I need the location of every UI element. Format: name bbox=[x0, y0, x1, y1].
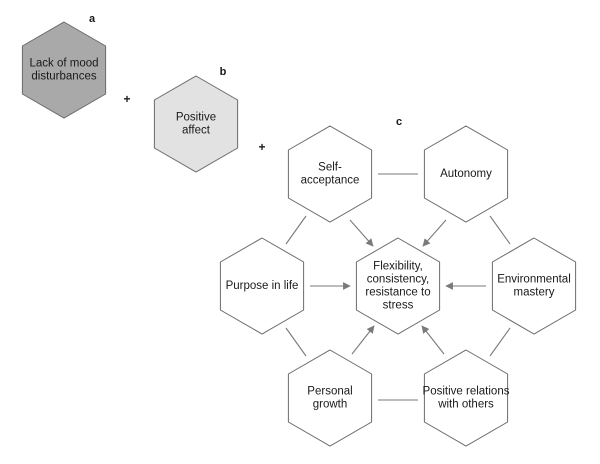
hexagon-label-line: Environmental bbox=[497, 274, 571, 286]
arrow-self-acceptance-to-center bbox=[349, 219, 374, 247]
hex-self-acceptance: Self-acceptance bbox=[287, 125, 373, 223]
hexagon-label-line: consistency, bbox=[367, 274, 429, 286]
hexagon-label-line: Autonomy bbox=[440, 168, 492, 180]
plus-sign-2: + bbox=[258, 140, 265, 154]
arrow-growth-to-center bbox=[351, 325, 375, 355]
hexagon-label-line: mastery bbox=[514, 287, 555, 299]
connector-environmental-relations bbox=[489, 327, 511, 357]
hex-purpose-in-life: Purpose in life bbox=[219, 237, 305, 335]
hexagon-label-line: stress bbox=[383, 300, 414, 312]
plus-sign-1: + bbox=[123, 92, 130, 106]
hexagon-label-line: disturbances bbox=[31, 71, 96, 83]
hexagon-label-line: resistance to bbox=[365, 287, 430, 299]
hexagon-label-line: with others bbox=[437, 399, 494, 411]
hexagon-shape bbox=[153, 75, 239, 173]
hexagon-label-line: affect bbox=[182, 125, 211, 137]
hexagon-label-line: Positive bbox=[176, 112, 216, 124]
panel-label-b: b bbox=[220, 66, 227, 78]
connector-purpose-growth bbox=[285, 327, 307, 357]
arrow-autonomy-to-center bbox=[422, 219, 447, 247]
hexagon-shape bbox=[355, 237, 441, 335]
hexagon-label-line: Lack of mood bbox=[29, 58, 98, 70]
hexagon-group: Lack of mooddisturbancesPositiveaffectSe… bbox=[21, 21, 577, 447]
hexagon-shape bbox=[491, 237, 577, 335]
connector-group bbox=[285, 173, 511, 401]
hexagon-label-line: Personal bbox=[307, 386, 352, 398]
hexagon-shape bbox=[423, 125, 509, 223]
hexagon-shape bbox=[219, 237, 305, 335]
hexagon-shape bbox=[287, 125, 373, 223]
hex-flexibility-center: Flexibility,consistency,resistance tostr… bbox=[355, 237, 441, 335]
hexagon-label-line: Purpose in life bbox=[226, 280, 299, 292]
panel-label-c: c bbox=[396, 116, 402, 128]
panel-label-a: a bbox=[89, 13, 96, 25]
hexagon-shape bbox=[287, 349, 373, 447]
hexagon-shape bbox=[21, 21, 107, 119]
hexagon-label-line: acceptance bbox=[301, 175, 360, 187]
hexagon-label-line: Self- bbox=[318, 162, 342, 174]
hex-autonomy: Autonomy bbox=[423, 125, 509, 223]
hexagon-label-line: growth bbox=[313, 399, 348, 411]
hexagon-label-line: Flexibility, bbox=[373, 261, 423, 273]
connector-self-acceptance-purpose bbox=[285, 215, 307, 245]
hexagon-label-line: Positive relations bbox=[423, 386, 510, 398]
arrow-relations-to-center bbox=[421, 325, 445, 355]
connector-autonomy-environmental bbox=[489, 215, 511, 245]
hexagon-shape bbox=[423, 349, 509, 447]
